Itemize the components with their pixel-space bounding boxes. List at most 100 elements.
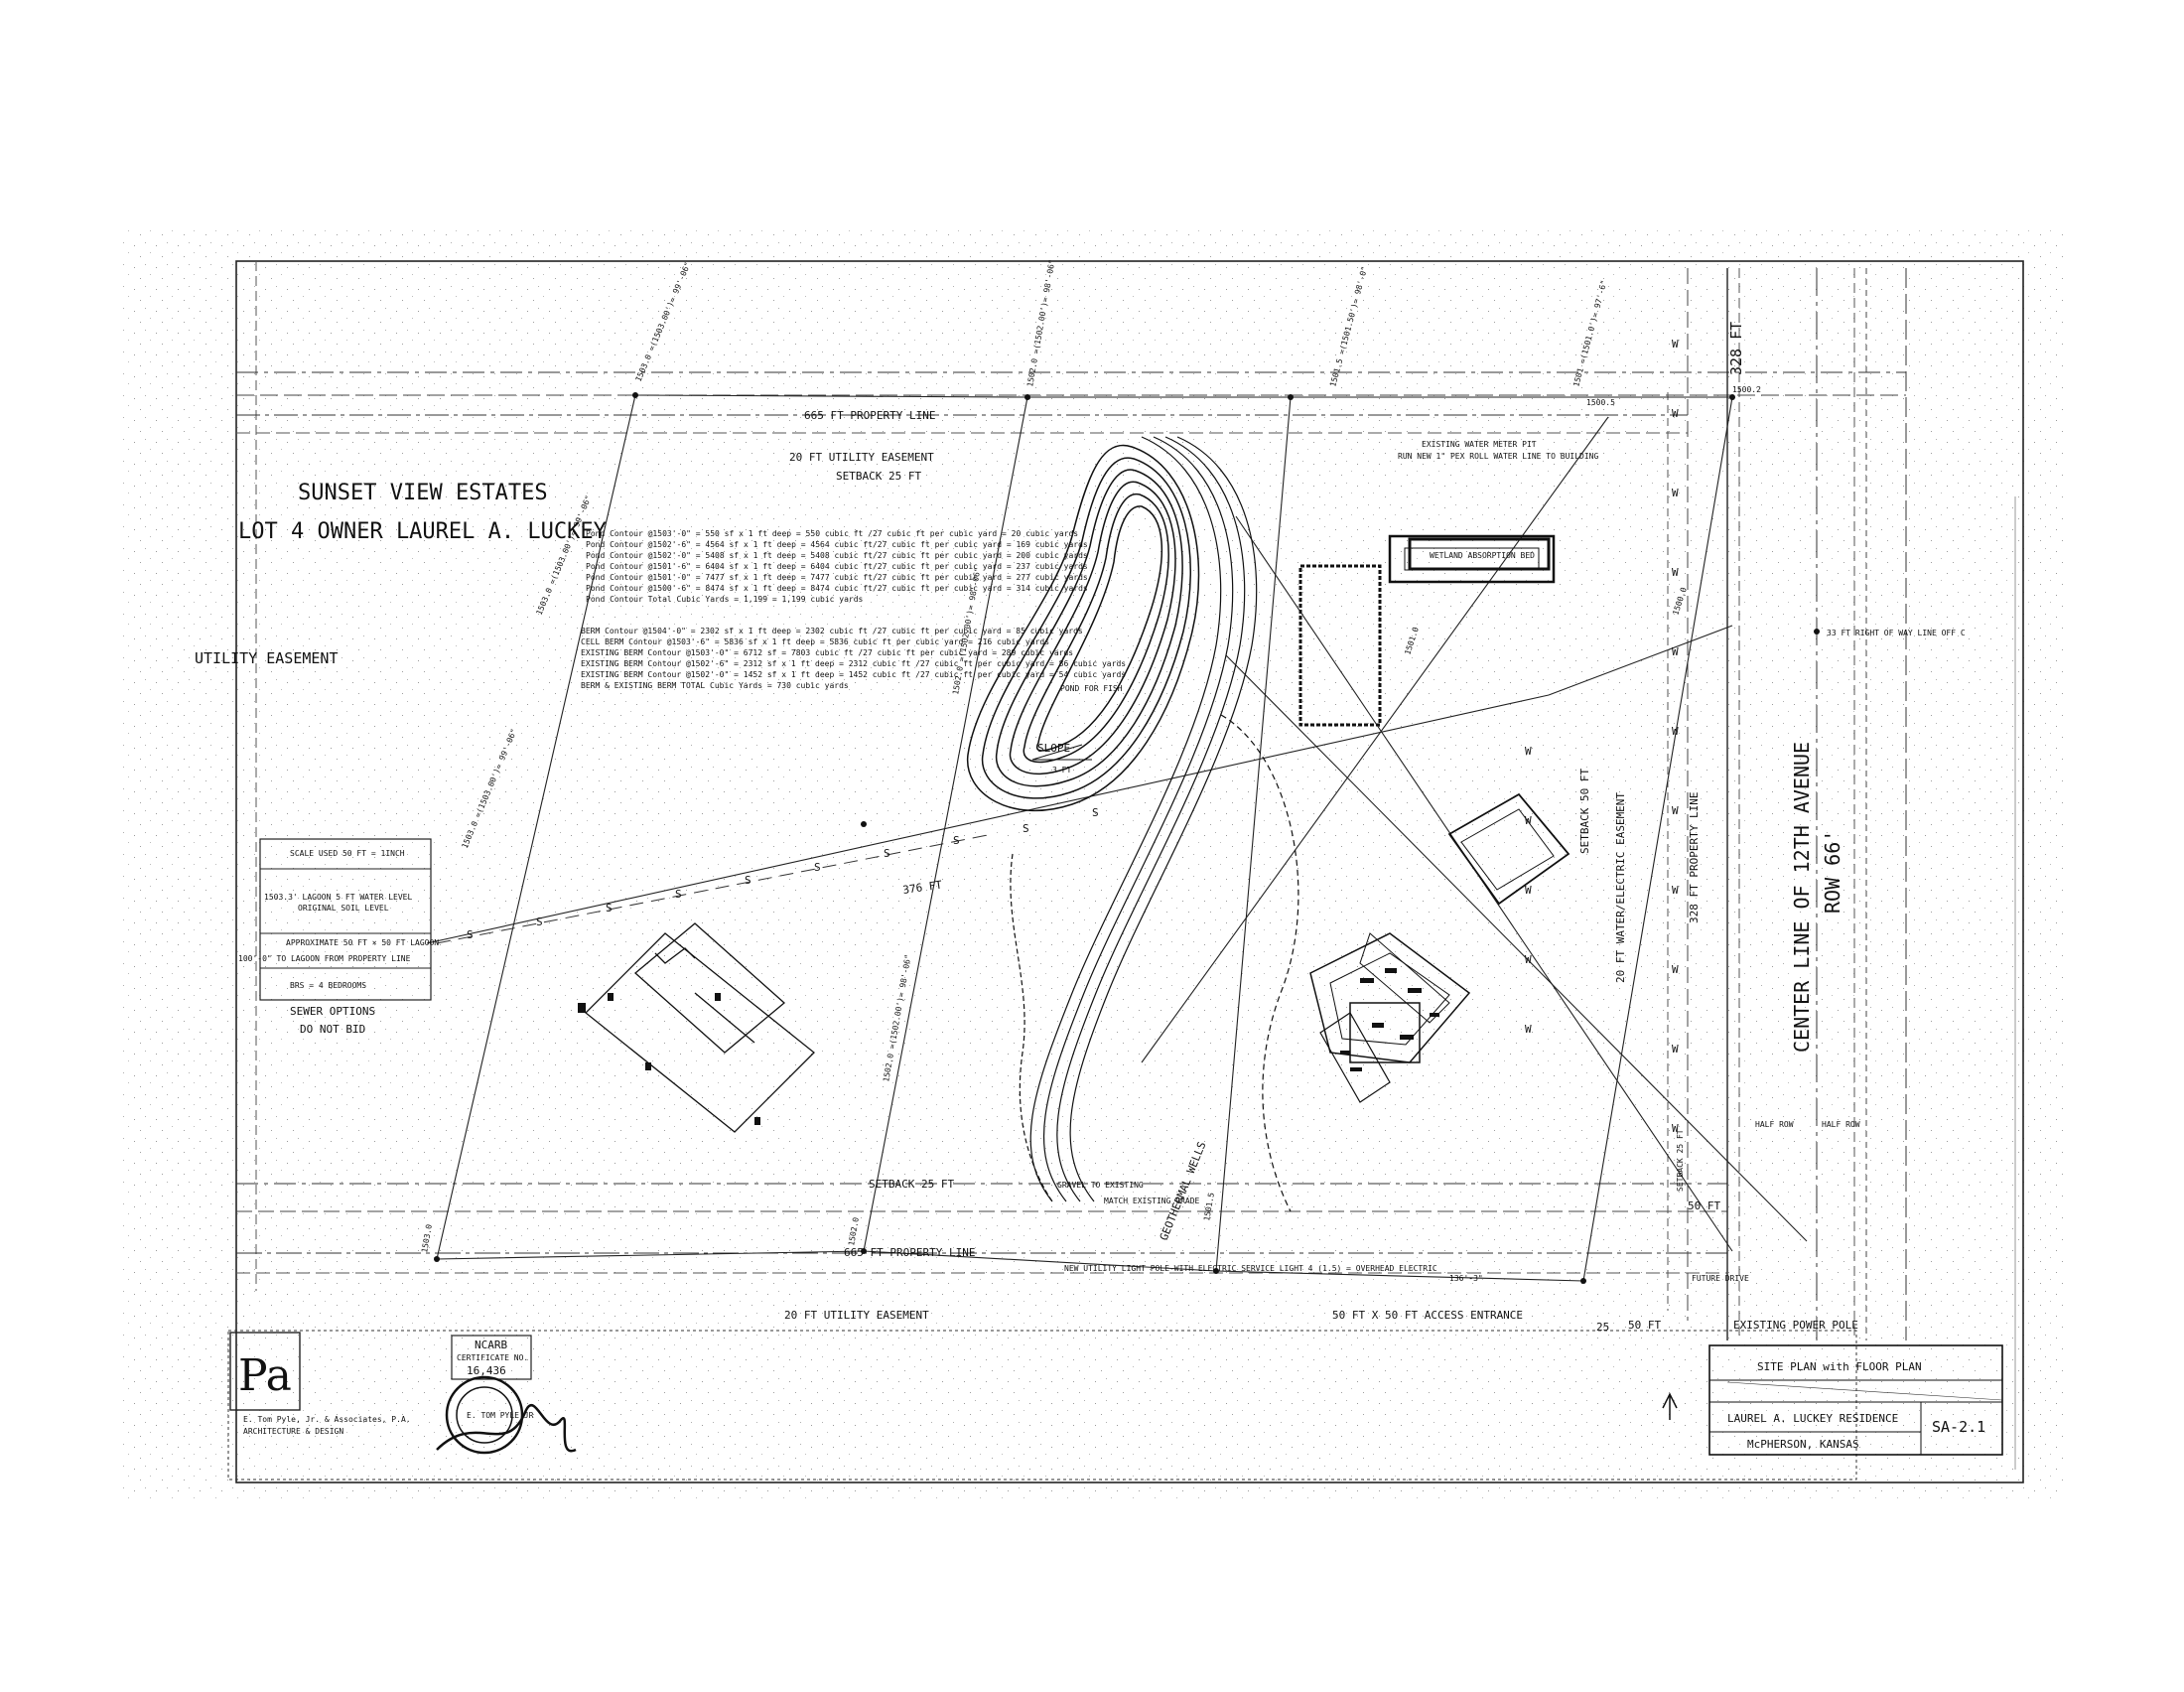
pond-note-4: Pond Contour @1501'-6" = 6404 sf x 1 ft … (586, 562, 1088, 571)
svg-text:W: W (1672, 725, 1679, 738)
signature (436, 1404, 577, 1453)
pond-note-6: Pond Contour @1500'-6" = 8474 sf x 1 ft … (586, 584, 1088, 593)
dim-136: 136'-3" (1449, 1274, 1483, 1283)
absorption-bed (1408, 537, 1551, 571)
property-line-328-label: 328 FT PROPERTY LINE (1688, 792, 1701, 923)
legend-lagoon-note: APPROXIMATE 50 FT × 50 FT LAGOON (286, 938, 439, 947)
pond-slope-value: 3 FT (1052, 766, 1071, 775)
house-floor-plan (1298, 534, 1570, 1103)
svg-text:W: W (1672, 645, 1679, 658)
svg-text:W: W (1672, 1043, 1679, 1056)
svg-text:S: S (536, 916, 543, 928)
svg-text:S: S (814, 861, 821, 874)
lagoon-outline (585, 922, 815, 1133)
svg-text:S: S (606, 902, 613, 915)
half-row-label: HALF ROW (1755, 1120, 1794, 1129)
firm-name: E. Tom Pyle, Jr. & Associates, P.A. (243, 1415, 411, 1424)
svg-text:S: S (884, 847, 890, 860)
water-meter-label: EXISTING WATER METER PIT (1422, 440, 1537, 449)
setback-50-label: SETBACK 50 FT (1578, 769, 1591, 854)
berm-notes: BERM Contour @1504'-0" = 2302 sf x 1 ft … (581, 627, 1126, 690)
setback-25-small: SETBACK 25 FT (1676, 1129, 1685, 1192)
svg-text:S: S (675, 888, 682, 901)
pond-contours (967, 444, 1200, 812)
sheet-border (235, 260, 2024, 1483)
right-of-way-label: 33 FT RIGHT OF WAY LINE OFF C (1827, 629, 1966, 637)
berm-note-1: BERM Contour @1504'-0" = 2302 sf x 1 ft … (581, 627, 1083, 635)
access-entrance-label: 50 FT X 50 FT ACCESS ENTRANCE (1332, 1309, 1523, 1322)
pond-note-2: Pond Contour @1502'-6" = 4564 sf x 1 ft … (586, 540, 1088, 549)
ncarb-cert-value: 16,436 (467, 1364, 506, 1377)
lagoon-marks (578, 993, 760, 1125)
sheet-title: SITE PLAN with FLOOR PLAN (1757, 1360, 1922, 1373)
pond-note-1: Pond Contour @1503'-0" = 550 sf x 1 ft d… (586, 529, 1078, 538)
svg-text:W: W (1672, 884, 1679, 897)
architect-seal-inner (456, 1386, 513, 1444)
sheet-number: SA-2.1 (1932, 1418, 1985, 1436)
berm-note-6: BERM & EXISTING BERM TOTAL Cubic Yards =… (581, 681, 849, 690)
ncarb-box (451, 1335, 532, 1380)
side-length-label: 328 FT (1727, 322, 1745, 375)
svg-text:W: W (1672, 963, 1679, 976)
svg-text:W: W (1672, 1122, 1679, 1135)
seal-text: E. TOM PYLE JR (467, 1411, 534, 1420)
legend-lagoon-level: 1503.3' LAGOON 5 FT WATER LEVEL (264, 893, 412, 902)
dim-50ft-b: 50 FT (1628, 1319, 1661, 1332)
svg-text:W: W (1672, 566, 1679, 579)
survey-lines (426, 394, 1808, 1282)
svg-text:W: W (1525, 745, 1532, 758)
title-area-border (227, 1330, 1857, 1480)
tb-scribble (1726, 1381, 2003, 1401)
ncarb-label: NCARB (475, 1339, 507, 1351)
subdivision-title: SUNSET VIEW ESTATES (298, 481, 548, 505)
elevation-label-11: 1500.2 (1732, 385, 1761, 394)
ncarb-cert-label: CERTIFICATE NO. (457, 1353, 528, 1362)
pond-notes: Pond Contour @1503'-0" = 550 sf x 1 ft d… (586, 529, 1088, 604)
do-not-bid-label: DO NOT BID (300, 1023, 365, 1036)
legend-scale: SCALE USED 50 FT = 1INCH (290, 849, 405, 858)
top-utility-easement-label: 20 FT UTILITY EASEMENT (789, 451, 934, 464)
absorption-bed-label: WETLAND ABSORPTION BED (1430, 551, 1535, 560)
legend-box (259, 838, 432, 1001)
svg-text:S: S (1023, 822, 1029, 835)
sewer-options-label: SEWER OPTIONS (290, 1005, 375, 1018)
pond-label: POND FOR FISH (1060, 684, 1123, 693)
avenue-centerline-label: CENTER LINE OF 12TH AVENUE (1790, 742, 1814, 1053)
pond-note-5: Pond Contour @1501'-0" = 7477 sf x 1 ft … (586, 573, 1088, 582)
svg-text:W: W (1672, 338, 1679, 351)
svg-text:W: W (1672, 804, 1679, 817)
survey-pins (434, 392, 1820, 1284)
top-setback-label: SETBACK 25 FT (836, 470, 921, 483)
svg-text:S: S (1092, 806, 1099, 819)
bottom-utility-easement-label: 20 FT UTILITY EASEMENT (784, 1309, 929, 1322)
firm-logo: Pa (238, 1350, 292, 1401)
dim-50ft: 50 FT (1688, 1199, 1720, 1212)
existing-grade-label: MATCH EXISTING GRADE (1104, 1197, 1200, 1205)
sewer-length-label: 376 FT (902, 879, 944, 897)
septic-note: GRAVEL TO EXISTING (1057, 1181, 1144, 1190)
pond-note-7: Pond Contour Total Cubic Yards = 1,199 =… (586, 595, 864, 604)
water-electric-easement-label: 20 FT WATER/ELECTRIC EASEMENT (1614, 792, 1627, 983)
sewer-line: SS SS SS SS SS (436, 806, 1099, 944)
elevation-label-10: 1500.5 (1586, 398, 1615, 407)
berm-note-4: EXISTING BERM Contour @1502'-6" = 2312 s… (581, 659, 1126, 668)
avenue-row-label: ROW 66' (1821, 830, 1844, 914)
top-property-line-label: 665 FT PROPERTY LINE (804, 409, 935, 422)
residence-location: McPHERSON, KANSAS (1747, 1438, 1859, 1451)
svg-text:W: W (1672, 487, 1679, 499)
dim-25: 25 (1596, 1321, 1609, 1334)
legend-soil-level: ORIGINAL SOIL LEVEL (298, 904, 389, 913)
lot-owner-title: LOT 4 OWNER LAUREL A. LUCKEY (238, 519, 607, 544)
north-arrow-icon (1662, 1392, 1678, 1420)
slope-triangle (1031, 744, 1083, 761)
utility-easement-left-label: UTILITY EASEMENT (195, 649, 339, 667)
pond-slope-label: SLOPE (1037, 742, 1070, 755)
water-line-label: RUN NEW 1" PEX ROLL WATER LINE TO BUILDI… (1398, 452, 1598, 461)
house-hatching (1340, 968, 1439, 1071)
legend-lagoon-size: BRS = 4 BEDROOMS (290, 981, 366, 990)
legend-property-note: 100'-0" TO LAGOON FROM PROPERTY LINE (238, 954, 411, 963)
new-pole-note: NEW UTILITY LIGHT POLE WITH ELECTRIC SER… (1064, 1264, 1437, 1273)
bottom-setback-label: SETBACK 25 FT (869, 1178, 954, 1191)
